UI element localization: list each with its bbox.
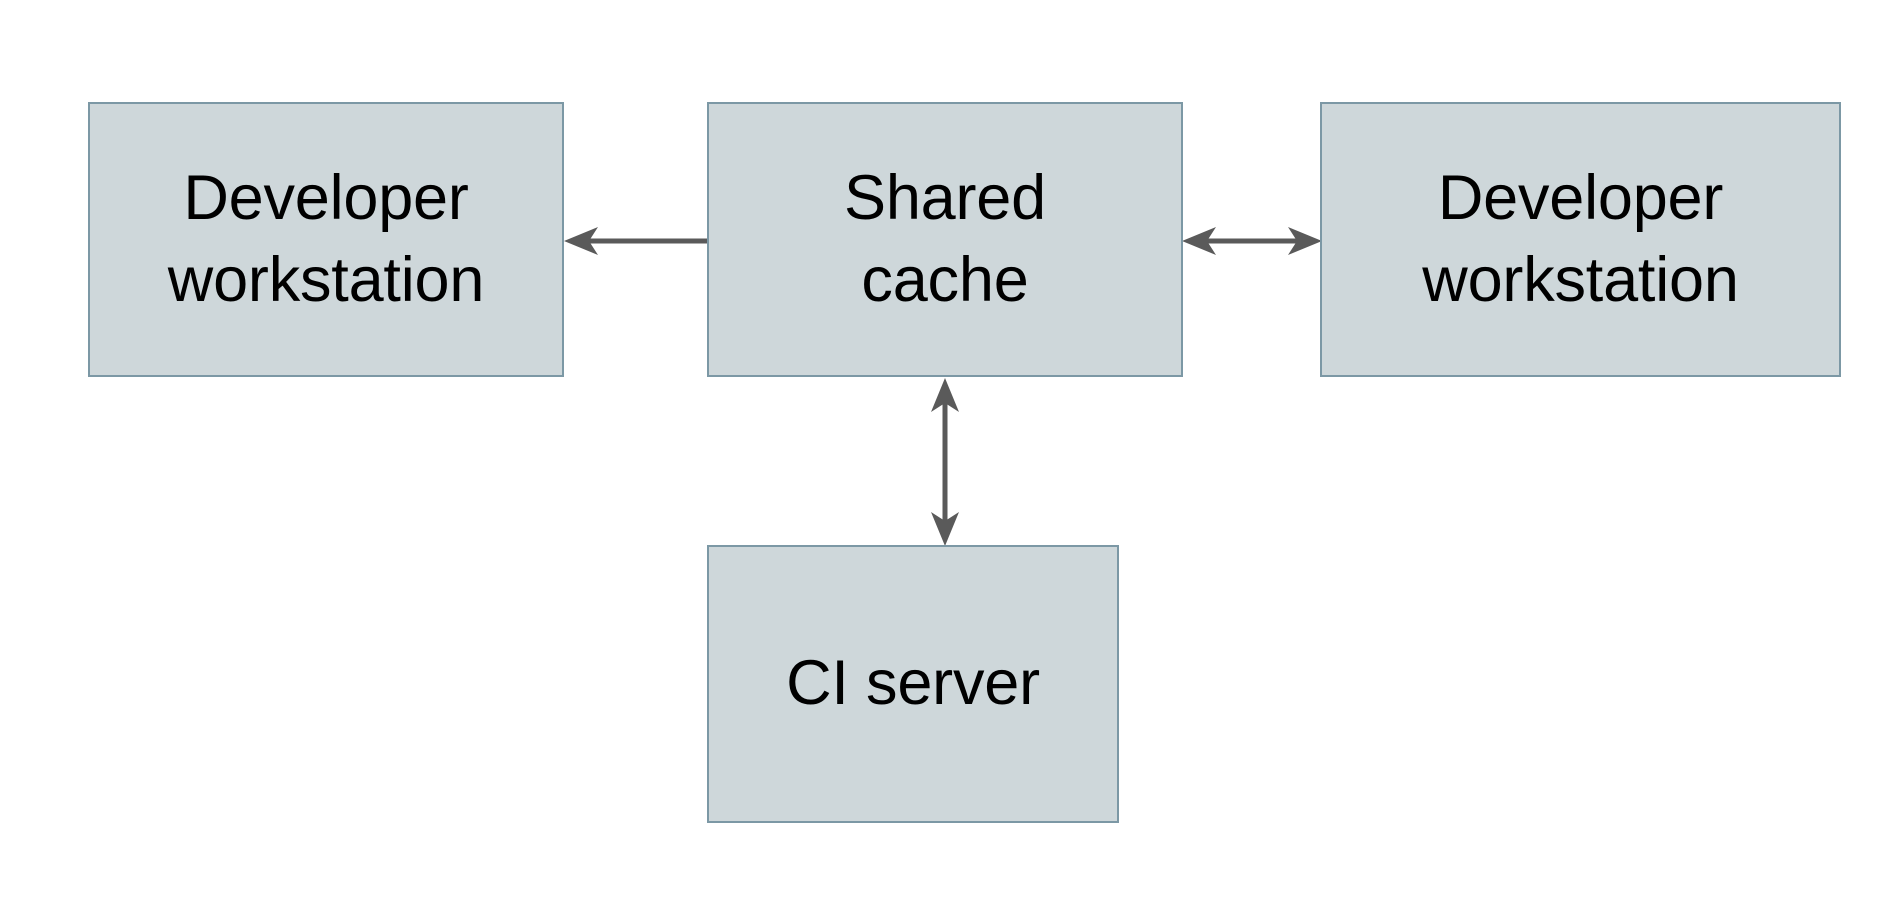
node-label: CI server <box>786 648 1040 719</box>
connector-dev-left-shared-cache[interactable] <box>560 215 712 267</box>
node-shared-cache[interactable]: Shared cache <box>707 102 1183 377</box>
connector-shared-cache-dev-right[interactable] <box>1178 215 1326 267</box>
node-developer-workstation-right[interactable]: Developer workstation <box>1320 102 1841 377</box>
connector-shared-cache-ci-server[interactable] <box>920 374 972 550</box>
node-label: Developer workstation <box>1422 162 1739 315</box>
node-ci-server[interactable]: CI server <box>707 545 1119 823</box>
node-label: Shared cache <box>844 162 1046 315</box>
node-label: Developer workstation <box>167 162 485 315</box>
node-developer-workstation-left[interactable]: Developer workstation <box>88 102 564 377</box>
